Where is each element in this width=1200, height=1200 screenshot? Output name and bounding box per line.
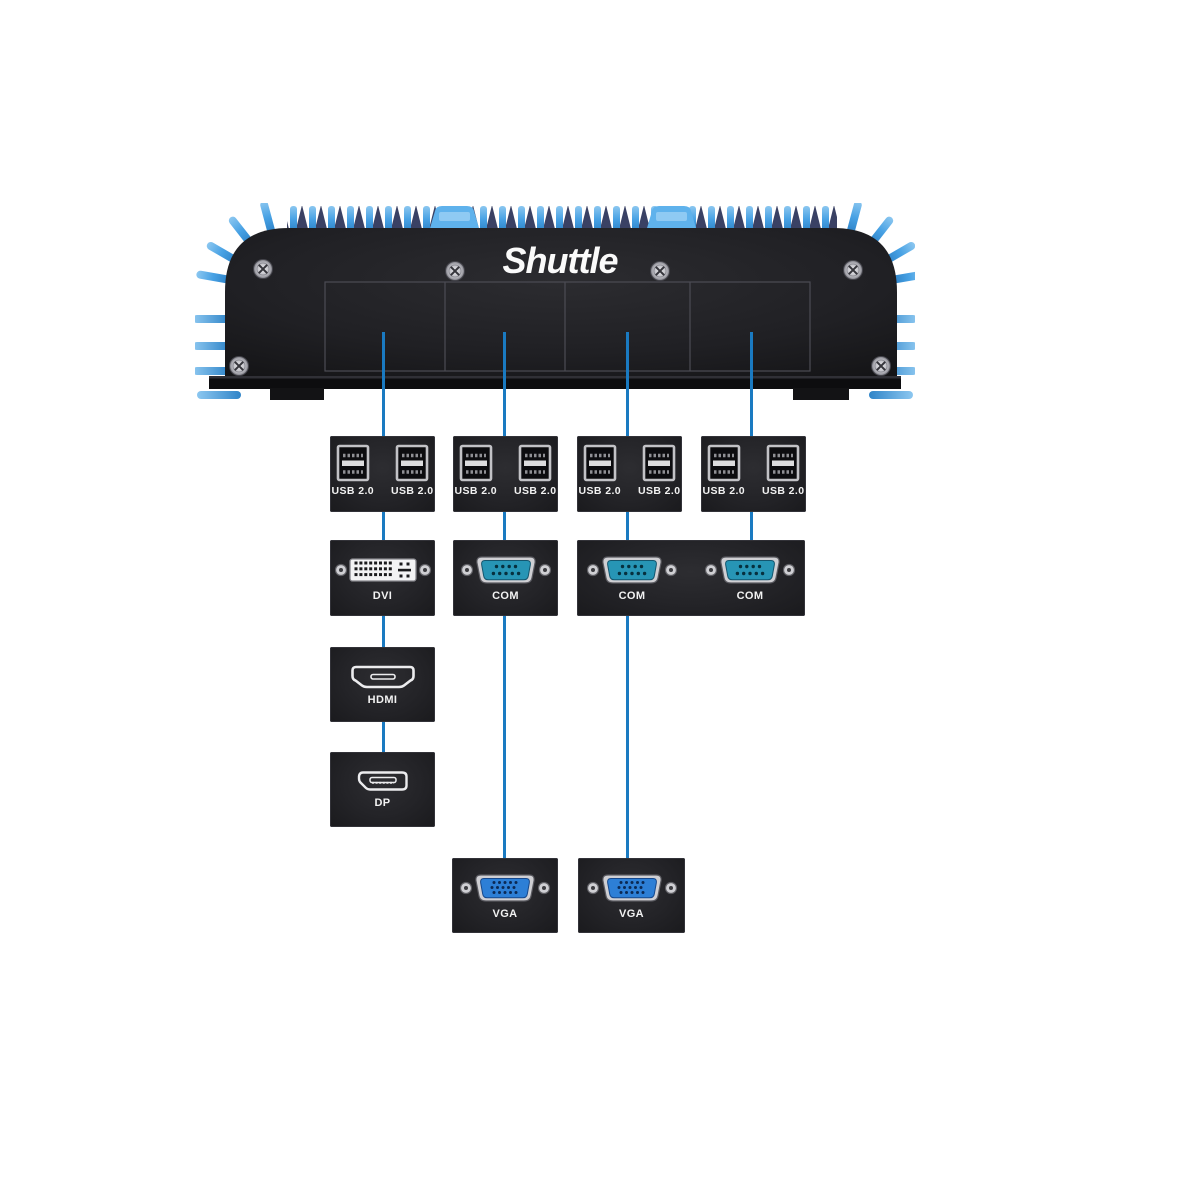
connector-line — [626, 332, 629, 436]
vga-port-block-1: VGA — [452, 858, 558, 933]
hdmi-port-block: HDMI — [330, 647, 435, 722]
usb-port-icon — [766, 444, 800, 482]
com-port-block-1: COM — [453, 540, 558, 616]
usb-port-icon — [707, 444, 741, 482]
heatsink-tab-left — [428, 206, 481, 235]
heatsink-tab-right — [645, 206, 698, 235]
vga-port-icon — [584, 870, 680, 906]
usb-port-icon — [583, 444, 617, 482]
heatsink-side-fins-left — [195, 315, 241, 399]
connector-line — [382, 616, 385, 647]
vga-port-label: VGA — [618, 908, 645, 920]
usb-port-label: USB 2.0 — [578, 485, 621, 497]
com-port-label: COM — [492, 590, 519, 602]
usb-port-label: USB 2.0 — [391, 485, 434, 497]
brand-logo: Shuttle — [503, 240, 619, 281]
connector-line — [750, 332, 753, 436]
heatsink-corner-fins-left — [196, 203, 275, 284]
usb-ports-block-1: USB 2.0 USB 2.0 — [330, 436, 435, 512]
usb-port-icon — [336, 444, 370, 482]
usb-port-label: USB 2.0 — [514, 485, 557, 497]
usb-port-icon — [395, 444, 429, 482]
dvi-port-label: DVI — [372, 590, 393, 602]
usb-ports-block-3: USB 2.0 USB 2.0 — [577, 436, 682, 512]
usb-port-label: USB 2.0 — [702, 485, 745, 497]
connector-line — [382, 722, 385, 752]
usb-port-icon — [642, 444, 676, 482]
front-panel — [225, 228, 897, 378]
connector-line — [382, 332, 385, 436]
com-port-icon — [702, 552, 798, 588]
dp-port-icon — [353, 769, 413, 795]
hdmi-port-icon — [348, 662, 418, 692]
dvi-port-icon — [333, 552, 433, 588]
com-port-icon — [584, 552, 680, 588]
dp-port-block: DP — [330, 752, 435, 827]
connector-line — [750, 512, 753, 540]
com-ports-block-2: COM COM — [577, 540, 805, 616]
usb-port-label: USB 2.0 — [454, 485, 497, 497]
com-port-label: COM — [736, 590, 764, 602]
vga-port-block-2: VGA — [578, 858, 685, 933]
heatsink-corner-fins-right — [847, 203, 915, 284]
connector-line — [503, 332, 506, 436]
hdmi-port-label: HDMI — [367, 694, 398, 706]
com-port-icon — [458, 552, 554, 588]
connector-line — [382, 512, 385, 540]
usb-port-icon — [459, 444, 493, 482]
usb-port-label: USB 2.0 — [638, 485, 681, 497]
shuttle-device-rear-view: Shuttle — [195, 203, 915, 400]
dp-port-label: DP — [374, 797, 391, 809]
connector-line — [503, 512, 506, 540]
dvi-port-block: DVI — [330, 540, 435, 616]
vga-port-icon — [457, 870, 553, 906]
port-cutout-panels — [324, 281, 811, 372]
vga-port-label: VGA — [492, 908, 518, 920]
com-port-label: COM — [618, 590, 646, 602]
usb-ports-block-4: USB 2.0 USB 2.0 — [701, 436, 806, 512]
usb-ports-block-2: USB 2.0 USB 2.0 — [453, 436, 558, 512]
connector-line — [626, 512, 629, 540]
usb-port-label: USB 2.0 — [331, 485, 374, 497]
connector-line — [626, 616, 629, 858]
device-base — [209, 376, 901, 400]
usb-port-icon — [518, 444, 552, 482]
usb-port-label: USB 2.0 — [762, 485, 805, 497]
connector-line — [503, 616, 506, 858]
